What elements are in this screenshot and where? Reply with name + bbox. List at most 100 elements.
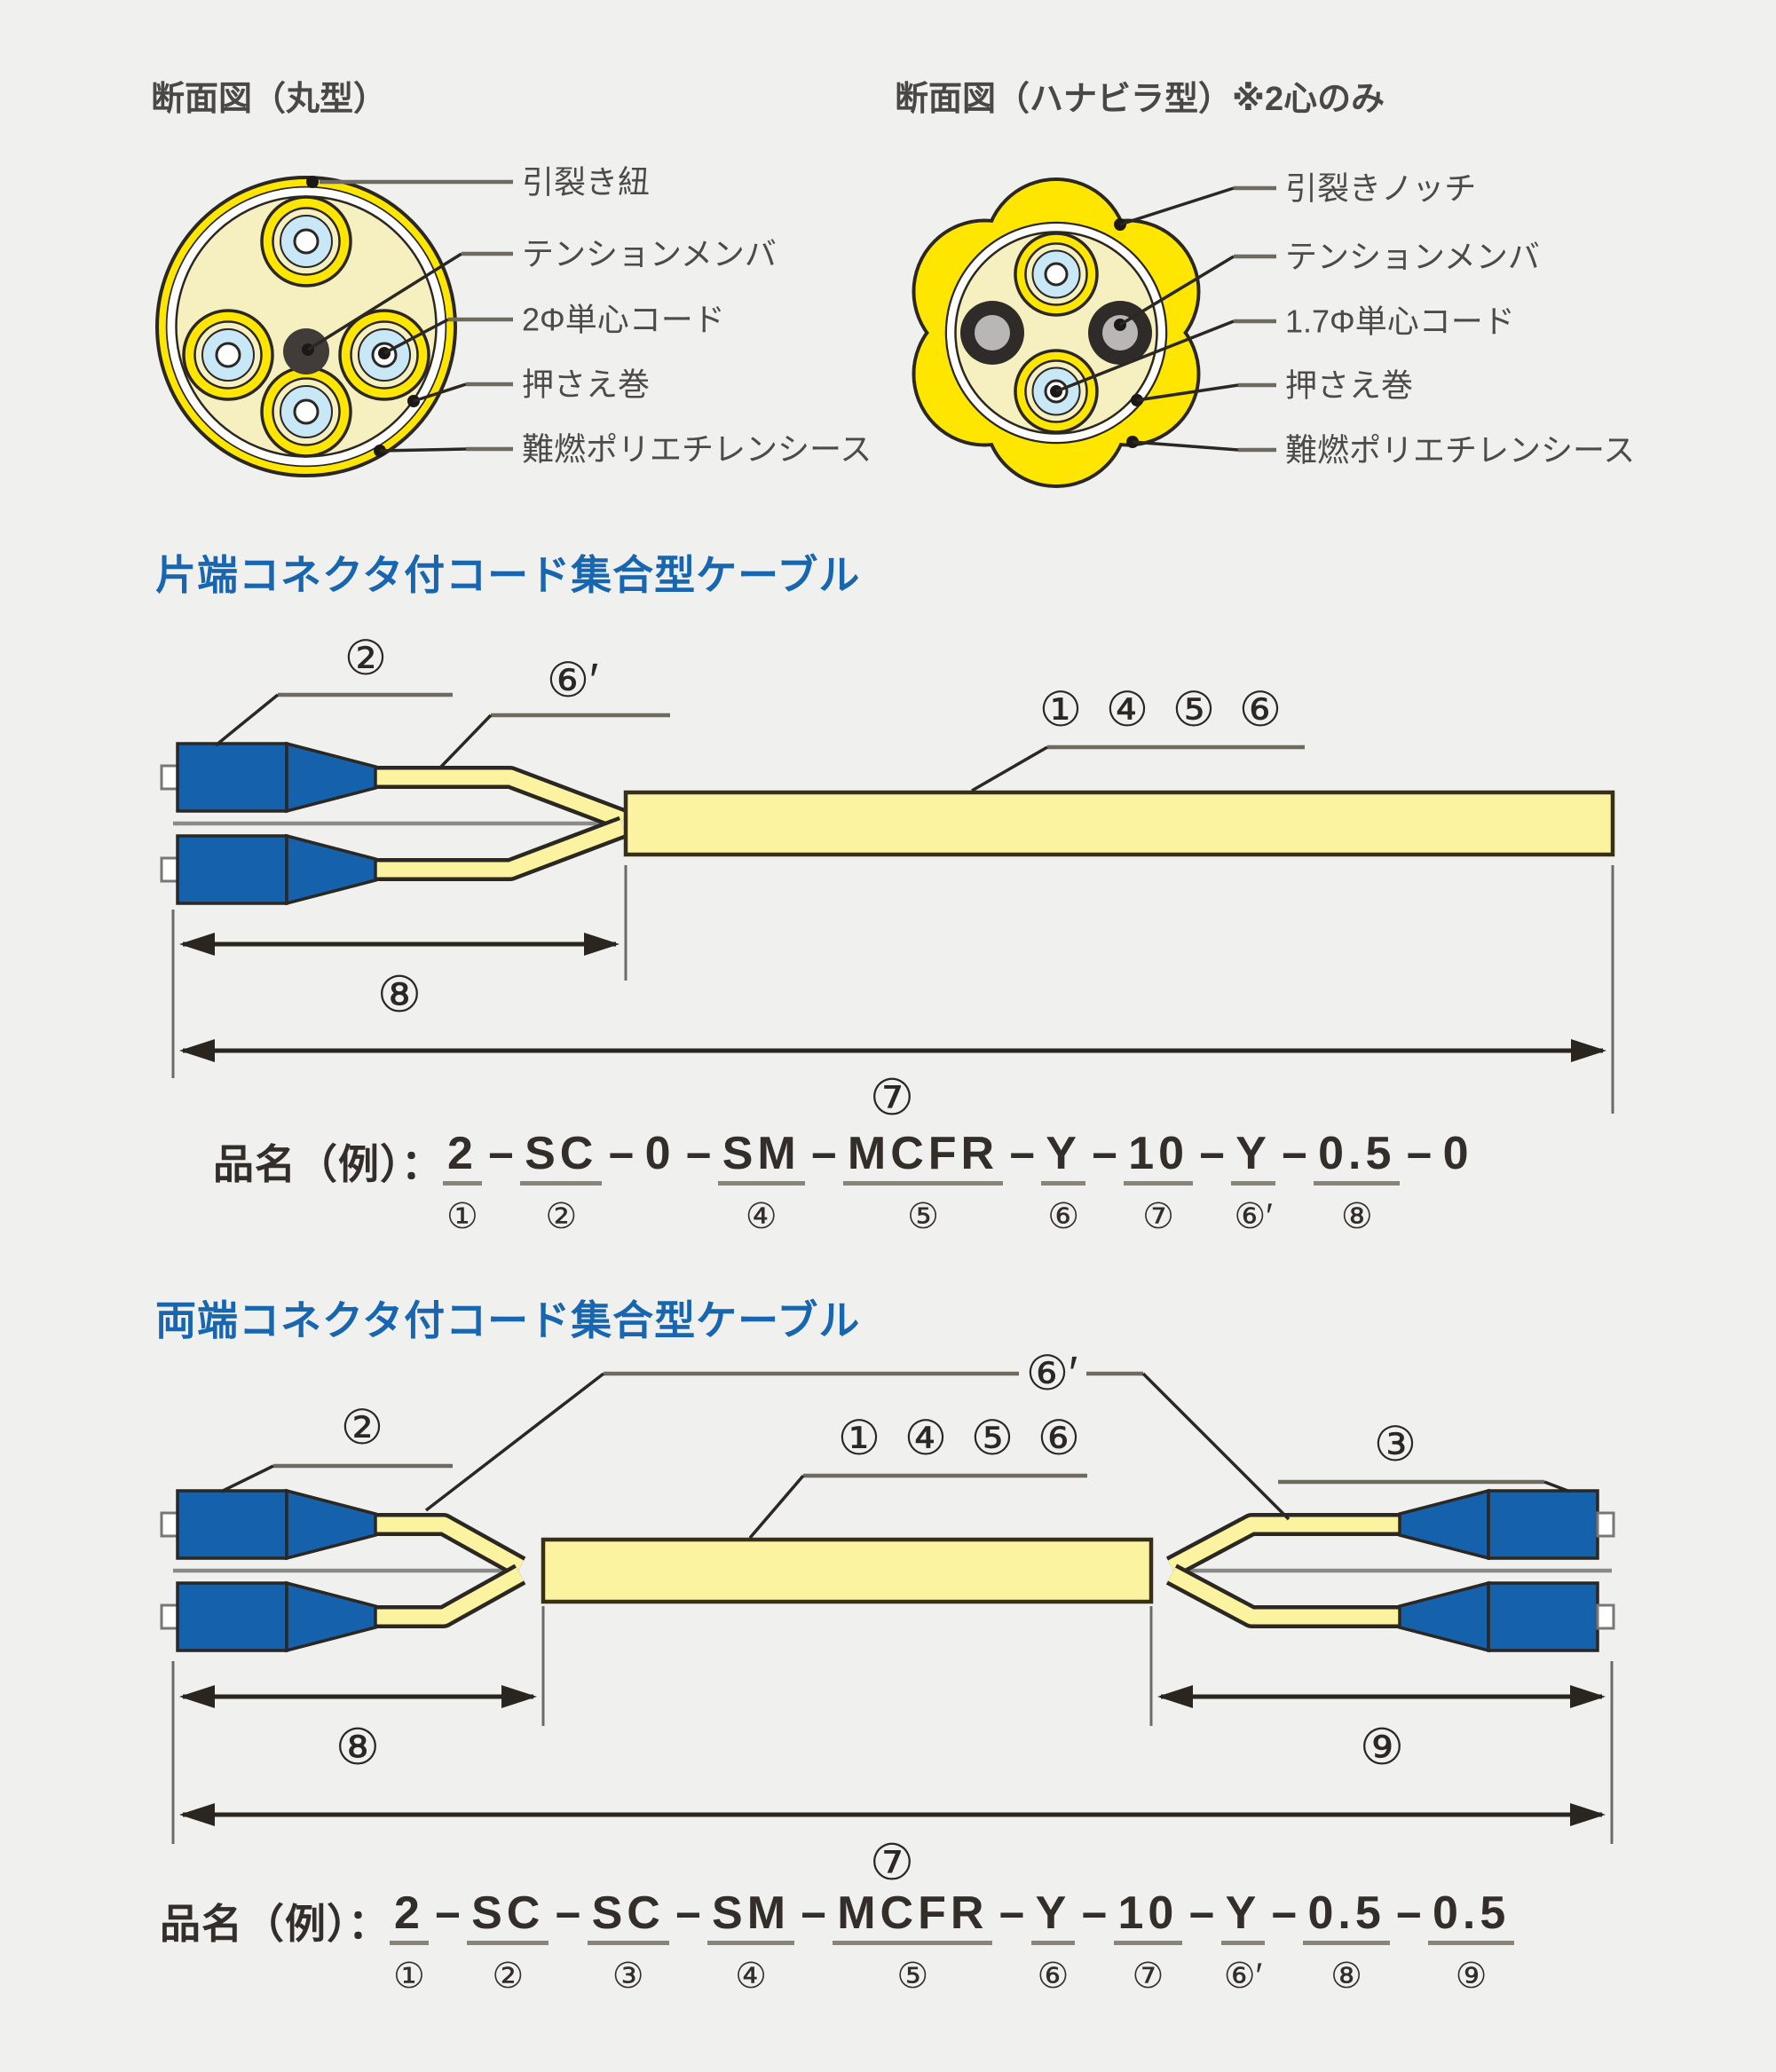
code-token-mark: ⑦ [1132, 1957, 1164, 1997]
dimension-mark-7: ⑦ [870, 1069, 914, 1125]
connector-boot [160, 764, 179, 791]
code-token-mark: ⑥′ [1223, 1957, 1263, 1997]
code-token-mark: ⑦ [1142, 1197, 1175, 1237]
code-separator: − [1406, 1131, 1433, 1180]
code-token-mark: ① [446, 1197, 478, 1237]
code-token: SM ④ [717, 1128, 805, 1237]
callouts: ② ⑥′ ① ④ ⑤ ⑥ [214, 632, 1305, 792]
code-token: 0 [1439, 1128, 1478, 1231]
leader-line [1132, 440, 1239, 452]
connector-body [176, 1581, 288, 1652]
code-token-mark: ① [393, 1957, 425, 1997]
code-token-text: Y [1030, 1887, 1076, 1946]
code-token-mark: ⑤ [907, 1197, 939, 1237]
callout-line [748, 1474, 805, 1540]
connector-taper [285, 833, 377, 906]
code-token-text: 0.5 [1303, 1887, 1390, 1946]
connector-boot [160, 1511, 179, 1538]
dimension-mark-7: ⑦ [870, 1834, 914, 1890]
callout-line [439, 713, 493, 768]
breakout-cords [375, 1513, 1400, 1628]
code-separator: − [1009, 1131, 1036, 1180]
petal-leaders [1050, 185, 1276, 453]
code-token-text: 0 [1442, 1128, 1473, 1179]
code-separator: − [608, 1131, 635, 1180]
code-token-text: Y [1231, 1128, 1275, 1186]
connector [160, 1488, 377, 1561]
connector-body [176, 1489, 288, 1560]
single-end-cable-diagram: ② ⑥′ ① ④ ⑤ ⑥ ⑧ ⑦ [160, 632, 1615, 1125]
cord [260, 195, 352, 288]
code-token-mark: ⑥ [1047, 1197, 1080, 1237]
callout-line [971, 745, 1048, 792]
code-token-mark: ⑥′ [1234, 1197, 1273, 1237]
callout-5: ⑤ [971, 1412, 1014, 1465]
code-separator: − [675, 1890, 702, 1940]
code-token-mark: ④ [735, 1957, 767, 1997]
code-separator: − [1199, 1131, 1226, 1180]
round-cross-section: 引裂き紐 テンションメンバ 2Φ単心コード 押さえ巻 難燃ポリエチレンシース [155, 164, 872, 477]
leader-line [1136, 383, 1239, 402]
callout-line [220, 1464, 274, 1493]
round-labels: 引裂き紐 テンションメンバ 2Φ単心コード 押さえ巻 難燃ポリエチレンシース [522, 164, 872, 468]
single-end-section-title: 片端コネクタ付コード集合型ケーブル [155, 552, 861, 598]
code-token-text: 0.5 [1427, 1887, 1515, 1946]
connector-boot [160, 856, 179, 883]
leader-line [1055, 319, 1235, 393]
dimensions: ⑧ ⑨ ⑦ [171, 1606, 1614, 1890]
code-token-text: SC [467, 1887, 549, 1946]
callout-6prime: ⑥′ [547, 654, 599, 707]
round-wrap-tape [167, 187, 446, 466]
connector [160, 1580, 377, 1653]
connector-taper [285, 741, 377, 814]
round-label-wrap: 押さえ巻 [522, 366, 650, 403]
dimension-mark-8: ⑧ [377, 966, 422, 1022]
round-leaders [302, 176, 513, 457]
petal-labels: 引裂きノッチ テンションメンバ 1.7Φ単心コード 押さえ巻 難燃ポリエチレンシ… [1285, 170, 1635, 469]
cable-body [623, 790, 1615, 857]
petal-wrap-tape [947, 224, 1165, 442]
callout-line [424, 1372, 605, 1512]
connector-boot [1596, 1511, 1615, 1538]
petal-cross-section: 引裂きノッチ テンションメンバ 1.7Φ単心コード 押さえ巻 難燃ポリエチレンシ… [912, 170, 1635, 488]
callout-line [214, 693, 280, 747]
callout-6: ⑥ [1038, 1412, 1080, 1465]
code-separator: − [555, 1890, 581, 1940]
code-token-text: SM [717, 1128, 805, 1186]
connector [160, 741, 377, 814]
code-token-mark: ② [545, 1197, 578, 1237]
connector-taper [1398, 1580, 1490, 1653]
leader-line [413, 382, 467, 403]
connector-boot [1596, 1603, 1615, 1630]
code-token-mark: ⑨ [1455, 1957, 1488, 1997]
cord [1014, 232, 1099, 317]
code-separator: − [1188, 1890, 1215, 1940]
leader-line [379, 447, 467, 453]
connector-body [1487, 1581, 1599, 1652]
code-token-text: SM [707, 1887, 795, 1946]
code-separator: − [999, 1890, 1025, 1940]
code-separator: − [1271, 1890, 1298, 1940]
petal-label-rip-notch: 引裂きノッチ [1285, 170, 1476, 207]
code-token: 0.5 ⑨ [1427, 1887, 1515, 1997]
callout-line [1141, 1372, 1291, 1521]
leader-line [307, 252, 462, 351]
code-separator: − [434, 1890, 462, 1940]
petal-cross-section-title: 断面図（ハナビラ型）※2心のみ [895, 81, 1385, 118]
code-token-mark: ④ [745, 1197, 777, 1237]
petal-label-tension-member: テンションメンバ [1285, 239, 1540, 275]
cable-body [541, 1537, 1154, 1604]
callout-2: ② [341, 1401, 383, 1454]
both-end-cable-diagram: ② ⑥′ ① ④ ⑤ ⑥ ③ [160, 1347, 1615, 1890]
connector [1398, 1488, 1615, 1561]
